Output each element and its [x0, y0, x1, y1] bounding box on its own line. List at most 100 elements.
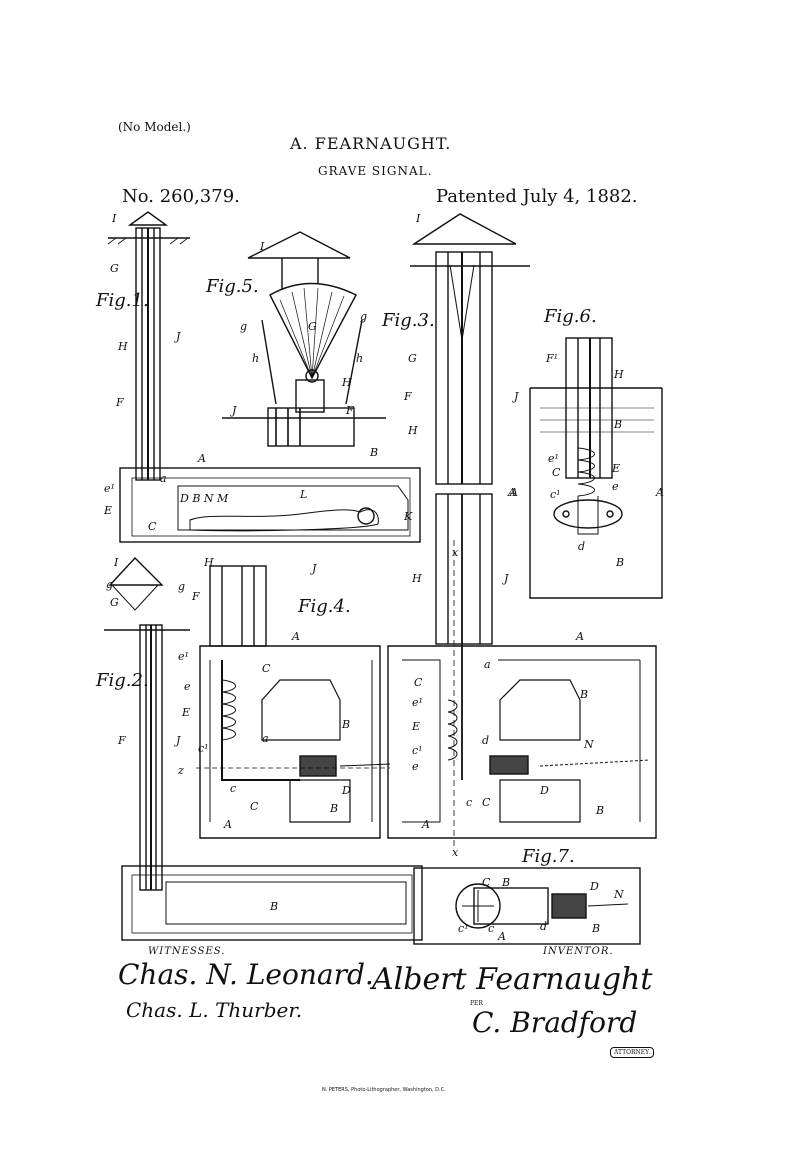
attorney-signature: C. Bradford: [472, 1006, 638, 1039]
svg-text:C: C: [482, 796, 491, 809]
svg-text:G: G: [110, 596, 119, 609]
figure-1-caption: Fig.1.: [95, 290, 149, 311]
patent-number: No. 260,379.: [122, 186, 240, 207]
svg-text:H: H: [117, 340, 128, 353]
svg-text:C: C: [482, 876, 491, 889]
inventor-label: INVENTOR.: [543, 946, 614, 957]
svg-text:D: D: [341, 784, 351, 797]
figure-2-drawing: [104, 556, 423, 941]
svg-text:C: C: [552, 466, 561, 479]
svg-text:I: I: [111, 212, 117, 225]
per-label: PER: [470, 1000, 483, 1007]
svg-text:h: h: [356, 352, 363, 365]
figure-3-caption: Fig.3.: [381, 310, 435, 331]
patent-date: Patented July 4, 1882.: [436, 186, 638, 207]
svg-text:G: G: [110, 262, 119, 275]
svg-text:A: A: [497, 930, 506, 943]
svg-text:d: d: [482, 734, 489, 747]
svg-text:A: A: [291, 630, 300, 643]
svg-text:z: z: [177, 764, 184, 777]
svg-text:J: J: [174, 734, 181, 747]
svg-text:c: c: [230, 782, 236, 795]
svg-text:c: c: [466, 796, 472, 809]
svg-text:A: A: [197, 452, 206, 465]
svg-text:F: F: [191, 590, 200, 603]
svg-text:c: c: [488, 922, 494, 935]
svg-text:N: N: [583, 738, 594, 751]
svg-text:C: C: [262, 662, 271, 675]
svg-text:B: B: [615, 556, 624, 569]
figure-4-caption: Fig.4.: [297, 596, 351, 617]
svg-text:J: J: [512, 390, 519, 403]
svg-text:A: A: [507, 486, 516, 499]
figure-3-drawing: [387, 213, 657, 850]
patentee-name: A. FEARNAUGHT.: [290, 134, 452, 153]
svg-text:c¹: c¹: [412, 744, 423, 757]
svg-text:c¹: c¹: [198, 742, 209, 755]
svg-text:N: N: [613, 888, 624, 901]
svg-text:H: H: [411, 572, 422, 585]
svg-text:J: J: [310, 562, 317, 575]
svg-text:H: H: [203, 556, 214, 569]
svg-text:B: B: [269, 900, 278, 913]
svg-text:J: J: [502, 572, 509, 585]
svg-text:F: F: [117, 734, 126, 747]
svg-text:e¹: e¹: [104, 482, 115, 495]
svg-text:G: G: [408, 352, 417, 365]
svg-text:a: a: [160, 472, 167, 485]
svg-text:H: H: [407, 424, 418, 437]
svg-text:D B N M: D B N M: [179, 492, 229, 505]
svg-text:F: F: [345, 404, 354, 417]
svg-text:B: B: [595, 804, 604, 817]
svg-text:A: A: [421, 818, 430, 831]
invention-title: GRAVE SIGNAL.: [318, 164, 433, 178]
svg-text:E: E: [181, 706, 190, 719]
svg-text:x: x: [452, 546, 459, 559]
svg-text:x: x: [452, 846, 459, 859]
svg-text:e¹: e¹: [548, 452, 559, 465]
svg-text:C: C: [148, 520, 157, 533]
figure-5-caption: Fig.5.: [205, 276, 259, 297]
svg-text:g: g: [106, 578, 113, 591]
svg-text:I: I: [415, 212, 421, 225]
svg-text:E: E: [411, 720, 420, 733]
svg-text:g: g: [360, 310, 367, 323]
svg-text:e: e: [412, 760, 419, 773]
figure-7-drawing: [413, 867, 641, 945]
inventor-signature: Albert Fearnaught: [372, 962, 653, 997]
svg-text:I: I: [113, 556, 119, 569]
figure-7-caption: Fig.7.: [521, 846, 575, 867]
svg-text:J: J: [174, 330, 181, 343]
svg-text:e¹: e¹: [412, 696, 423, 709]
witnesses-label: WITNESSES.: [148, 946, 226, 957]
svg-text:F: F: [115, 396, 124, 409]
witness-signature-1: Chas. N. Leonard.: [118, 958, 374, 991]
svg-text:G: G: [308, 320, 317, 333]
figure-2-caption: Fig.2.: [95, 670, 149, 691]
figure-4-drawing: [196, 565, 391, 839]
svg-text:F¹: F¹: [545, 352, 558, 365]
svg-text:e: e: [184, 680, 191, 693]
svg-text:B: B: [369, 446, 378, 459]
svg-text:I: I: [259, 240, 265, 253]
svg-text:C: C: [414, 676, 423, 689]
attorney-label: ATTORNEY.: [610, 1047, 655, 1058]
svg-text:g: g: [240, 320, 247, 333]
svg-text:d: d: [578, 540, 585, 553]
svg-text:c¹: c¹: [458, 922, 469, 935]
svg-text:a: a: [484, 658, 491, 671]
figure-6-drawing: [529, 337, 663, 599]
printer-credit: N. PETERS, Photo-Lithographer, Washingto…: [322, 1087, 446, 1093]
figure-1-drawing: [107, 211, 421, 543]
svg-text:A: A: [575, 630, 584, 643]
svg-text:B: B: [501, 876, 510, 889]
svg-text:D: D: [539, 784, 549, 797]
svg-text:E: E: [103, 504, 112, 517]
no-model-note: (No Model.): [118, 120, 191, 134]
svg-text:H: H: [341, 376, 352, 389]
svg-text:B: B: [579, 688, 588, 701]
witness-signature-2: Chas. L. Thurber.: [126, 998, 303, 1022]
